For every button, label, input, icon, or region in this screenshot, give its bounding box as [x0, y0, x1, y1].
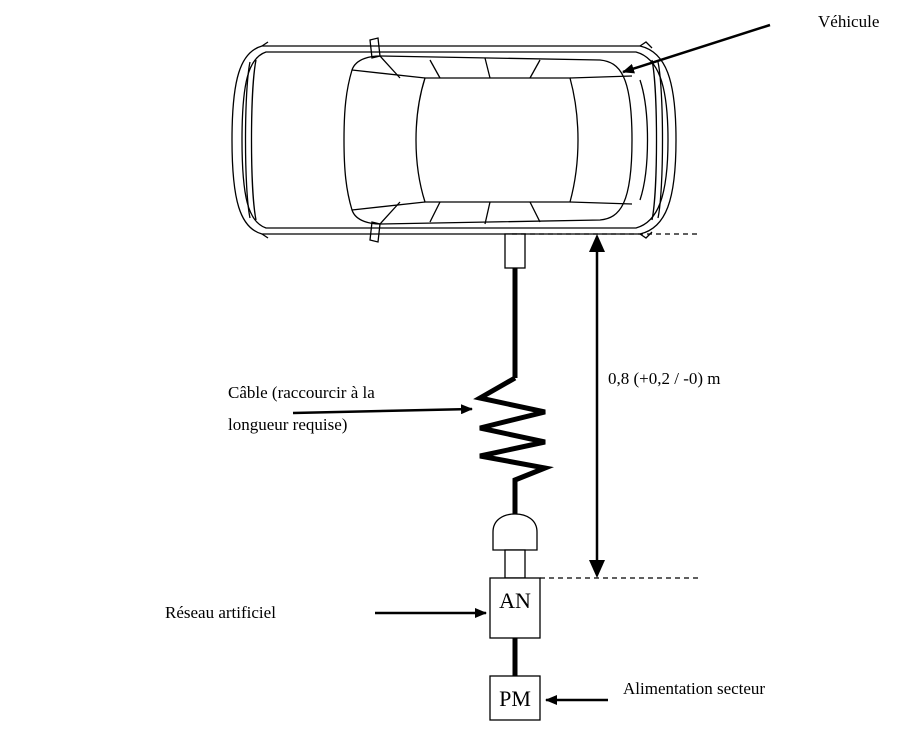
cable — [473, 268, 554, 514]
cable-label-line2: longueur requise) — [228, 415, 347, 434]
vehicle-connector — [504, 233, 526, 269]
cable-label-line1: Câble (raccourcir à la — [228, 383, 375, 402]
cable-arrow — [292, 404, 473, 415]
distance-arrow — [589, 234, 605, 578]
vehicle-label: Véhicule — [818, 12, 879, 31]
an-box — [489, 577, 541, 639]
plug — [492, 513, 538, 579]
vehicle-top-view — [231, 37, 677, 243]
pm-box-label: PM — [499, 686, 531, 711]
pm-box — [489, 675, 541, 721]
mains-supply-label: Alimentation secteur — [623, 679, 765, 698]
artificial-network-label: Réseau artificiel — [165, 603, 276, 622]
an-box-label: AN — [499, 588, 531, 613]
distance-label: 0,8 (+0,2 / -0) m — [608, 369, 721, 388]
vehicle-arrow — [622, 23, 771, 74]
